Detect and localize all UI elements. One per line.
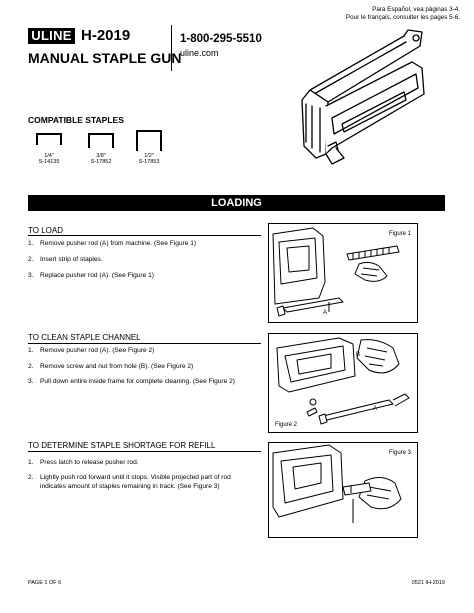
- step-text: Lightly push rod forward until it stops.…: [40, 474, 231, 490]
- step-number: 2.: [28, 474, 34, 481]
- language-note-french: Pour le français, consulter les pages 5-…: [345, 14, 460, 21]
- staple-part-number: S-17852: [90, 159, 112, 165]
- step-item: 1. Press latch to release pusher rod.: [28, 459, 258, 468]
- step-item: 1. Remove pusher rod (A) from machine. (…: [28, 240, 258, 249]
- language-note-spanish: Para Español, vea páginas 3-4.: [372, 6, 460, 13]
- figure-label: Figure 1: [388, 231, 411, 237]
- section-heading-clean: TO CLEAN STAPLE CHANNEL: [28, 333, 141, 342]
- section-rule: [28, 343, 261, 344]
- step-text: Remove pusher rod (A) from machine. (See…: [40, 240, 197, 247]
- website-link[interactable]: uline.com: [180, 48, 219, 58]
- staple-size: 3/8": [96, 153, 106, 159]
- page-title: MANUAL STAPLE GUN: [28, 50, 182, 66]
- step-number: 3.: [28, 378, 34, 385]
- callout-a: A: [373, 406, 378, 412]
- section-heading-load: TO LOAD: [28, 226, 63, 235]
- step-number: 3.: [28, 272, 34, 279]
- staple-size: 1/4": [44, 153, 54, 159]
- step-text: Insert strip of staples.: [40, 256, 103, 263]
- step-item: 3. Pull down entire inside frame for com…: [28, 378, 258, 387]
- figure-label: Figure 2: [275, 422, 298, 428]
- staple-item-2: 3/8" S-17852: [81, 133, 121, 165]
- staple-part-number: S-14135: [38, 159, 60, 165]
- header-divider: [171, 25, 172, 71]
- step-item: 2. Remove screw and nut from hole (B). (…: [28, 363, 258, 372]
- section-rule: [28, 235, 261, 236]
- step-number: 2.: [28, 256, 34, 263]
- staple-size: 1/2": [144, 153, 154, 159]
- staple-part-number: S-17853: [138, 159, 160, 165]
- callout-b: B: [356, 352, 361, 358]
- step-text: Pull down entire inside frame for comple…: [40, 378, 235, 385]
- step-item: 2. Insert strip of staples.: [28, 256, 258, 265]
- staple-icon: [88, 133, 114, 148]
- step-number: 1.: [28, 240, 34, 247]
- step-text: Replace pusher rod (A). (See Figure 1): [40, 272, 154, 279]
- section-banner: LOADING: [28, 195, 445, 211]
- figure-3: Figure 3: [268, 442, 418, 538]
- section-heading-shortage: TO DETERMINE STAPLE SHORTAGE FOR REFILL: [28, 441, 216, 450]
- step-item: 1. Remove pusher rod (A). (See Figure 2): [28, 347, 258, 356]
- figure-label: Figure 3: [388, 450, 411, 456]
- phone-number: 1-800-295-5510: [180, 33, 262, 45]
- step-number: 1.: [28, 347, 34, 354]
- step-number: 1.: [28, 459, 34, 466]
- staple-item-3: 1/2" S-17853: [129, 130, 169, 165]
- compatible-staples-heading: COMPATIBLE STAPLES: [28, 115, 124, 125]
- model-number: H-2019: [81, 27, 131, 44]
- footer-document-code: 0521 IH-2019: [411, 580, 445, 586]
- staple-icon: [36, 133, 62, 145]
- callout-a: A: [323, 310, 328, 316]
- footer-page-number: PAGE 1 OF 6: [28, 580, 62, 586]
- brand-logo: ULINE: [28, 28, 75, 44]
- staple-item-1: 1/4" S-14135: [29, 133, 69, 165]
- step-text: Remove screw and nut from hole (B). (See…: [40, 363, 194, 370]
- figure-2: Figure 2 B A: [268, 333, 418, 433]
- step-item: 2. Lightly push rod forward until it sto…: [28, 474, 258, 491]
- figure-1: Figure 1 A: [268, 223, 418, 323]
- section-rule: [28, 451, 261, 452]
- staple-gun-illustration: [292, 28, 442, 178]
- language-note: Para Español, vea páginas 3-4. Pour le f…: [346, 6, 460, 22]
- step-text: Press latch to release pusher rod.: [40, 459, 139, 466]
- step-text: Remove pusher rod (A). (See Figure 2): [40, 347, 155, 354]
- step-item: 3. Replace pusher rod (A). (See Figure 1…: [28, 272, 258, 281]
- step-number: 2.: [28, 363, 34, 370]
- staple-icon: [136, 130, 162, 151]
